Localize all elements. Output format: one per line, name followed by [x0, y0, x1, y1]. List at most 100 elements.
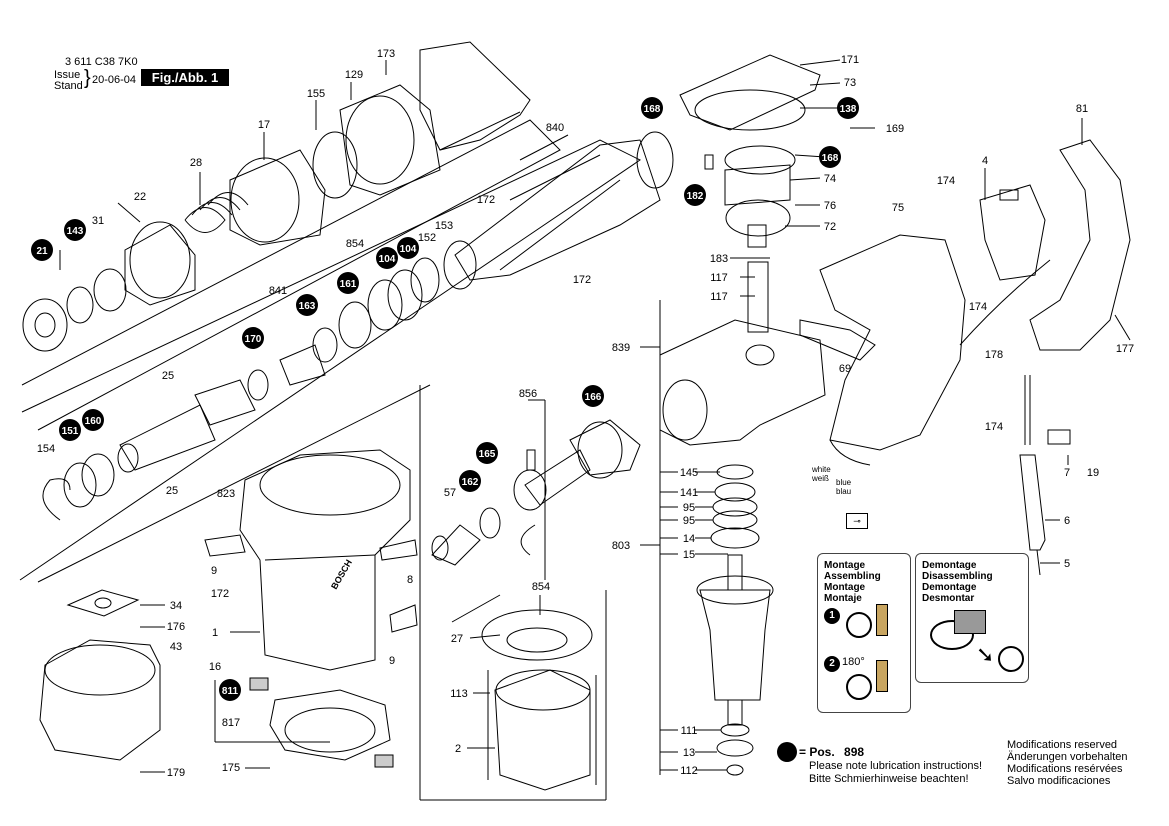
- svg-text:854: 854: [346, 238, 364, 250]
- part-839-gearbox-housing: [659, 319, 826, 446]
- svg-text:28: 28: [190, 157, 202, 169]
- part-31-ring: [93, 268, 127, 312]
- svg-text:weiß: weiß: [811, 474, 829, 483]
- svg-text:69: 69: [839, 363, 851, 375]
- svg-text:811: 811: [222, 686, 239, 697]
- svg-text:166: 166: [585, 392, 602, 403]
- svg-text:blue: blue: [836, 478, 852, 487]
- svg-text:172: 172: [477, 194, 495, 206]
- issue-label-de: Stand: [54, 80, 83, 92]
- part-15-armature: [699, 589, 771, 701]
- svg-text:163: 163: [299, 301, 316, 312]
- part-151-ring: [63, 462, 97, 508]
- rotation-label: 180°: [842, 656, 865, 668]
- svg-text:104: 104: [379, 254, 396, 265]
- modifications-3: Modifications resérvées: [1007, 763, 1123, 775]
- marker-168-right: [819, 146, 841, 168]
- assembly-title-1: Montage: [824, 560, 866, 571]
- part-154-circlip: [42, 478, 71, 521]
- svg-text:178: 178: [985, 349, 1003, 361]
- part-21-nose-cap: [22, 298, 68, 352]
- part-111-ring: [720, 723, 750, 737]
- marker-21: [31, 239, 53, 261]
- part-170-o-ring: [247, 369, 269, 401]
- part-173-housing-cap: [419, 41, 531, 151]
- part-13-bearing: [716, 739, 754, 757]
- marker-104-b: [397, 237, 419, 259]
- key-symbol-icon: ⊸: [846, 513, 868, 529]
- svg-text:145: 145: [680, 467, 698, 479]
- disassembly-ring-icon: [998, 646, 1024, 672]
- part-9-pad: [204, 534, 246, 557]
- part-811-brush: [249, 677, 269, 691]
- tube-icon-1: [876, 604, 888, 636]
- part-1-motor-housing: [239, 449, 411, 671]
- marker-165: [476, 442, 498, 464]
- legend-line-1: Please note lubrication instructions!: [809, 760, 983, 772]
- part-5-cable: [1036, 549, 1041, 576]
- wire-color-labels: white weiß blue blau: [811, 465, 852, 496]
- assembly-box: Montage Assembling Montage Montaje 1 2 1…: [817, 553, 911, 713]
- svg-text:95: 95: [683, 502, 695, 514]
- svg-text:43: 43: [170, 641, 182, 653]
- svg-text:160: 160: [85, 416, 102, 427]
- svg-text:840: 840: [546, 122, 564, 134]
- part-841-striker: [279, 344, 326, 386]
- svg-text:22: 22: [134, 191, 146, 203]
- marker-104-a: [376, 247, 398, 269]
- svg-text:823: 823: [217, 488, 235, 500]
- svg-text:168: 168: [822, 153, 839, 164]
- svg-text:174: 174: [969, 301, 987, 313]
- part-182-pin: [704, 154, 714, 170]
- svg-text:174: 174: [937, 175, 955, 187]
- svg-text:75: 75: [892, 202, 904, 214]
- modifications-2: Änderungen vorbehalten: [1007, 751, 1128, 763]
- marker-legend: [777, 742, 797, 762]
- part-27-baffle: [481, 609, 593, 661]
- svg-text:9: 9: [211, 565, 217, 577]
- svg-text:151: 151: [62, 426, 79, 437]
- disassembly-title-2: Disassembling: [922, 571, 993, 582]
- panel-outline-upper: [21, 119, 561, 431]
- part-4-switch: [979, 184, 1046, 281]
- disassembly-title-4: Desmontar: [922, 593, 975, 604]
- part-840-hammer-tube: [454, 139, 661, 281]
- svg-text:8: 8: [407, 574, 413, 586]
- svg-text:74: 74: [824, 173, 836, 185]
- svg-text:6: 6: [1064, 515, 1070, 527]
- svg-text:72: 72: [824, 221, 836, 233]
- svg-text:113: 113: [450, 688, 468, 700]
- svg-text:168: 168: [644, 104, 661, 115]
- svg-text:blau: blau: [836, 487, 851, 496]
- svg-text:171: 171: [841, 54, 859, 66]
- svg-text:81: 81: [1076, 103, 1088, 115]
- svg-text:34: 34: [170, 600, 182, 612]
- assembly-title-2: Assembling: [824, 571, 881, 582]
- svg-text:183: 183: [710, 253, 728, 265]
- part-143-ring: [66, 286, 94, 324]
- part-16-brush-holder: [269, 689, 391, 761]
- svg-text:839: 839: [612, 342, 630, 354]
- svg-text:161: 161: [340, 279, 357, 290]
- svg-text:170: 170: [245, 334, 262, 345]
- part-152-ring: [443, 240, 477, 290]
- svg-text:57: 57: [444, 487, 456, 499]
- disassembly-title-3: Demontage: [922, 582, 977, 593]
- svg-text:172: 172: [573, 274, 591, 286]
- part-823-guide-tube: [119, 404, 216, 471]
- disassembly-title-1: Demontage: [922, 560, 977, 571]
- svg-text:9: 9: [389, 655, 395, 667]
- svg-text:152: 152: [418, 232, 436, 244]
- legend-pos-label: = Pos.: [799, 745, 835, 759]
- part-117-shaft: [747, 261, 769, 333]
- svg-text:841: 841: [269, 285, 287, 297]
- svg-text:817: 817: [222, 717, 240, 729]
- marker-161: [337, 272, 359, 294]
- svg-text:112: 112: [680, 765, 698, 777]
- part-34-flange: [66, 589, 140, 617]
- part-75-handle-half: [819, 234, 966, 451]
- part-73-cover-plate: [679, 54, 821, 131]
- svg-text:5: 5: [1064, 558, 1070, 570]
- marker-143: [64, 219, 86, 241]
- modifications-1: Modifications reserved: [1007, 739, 1118, 751]
